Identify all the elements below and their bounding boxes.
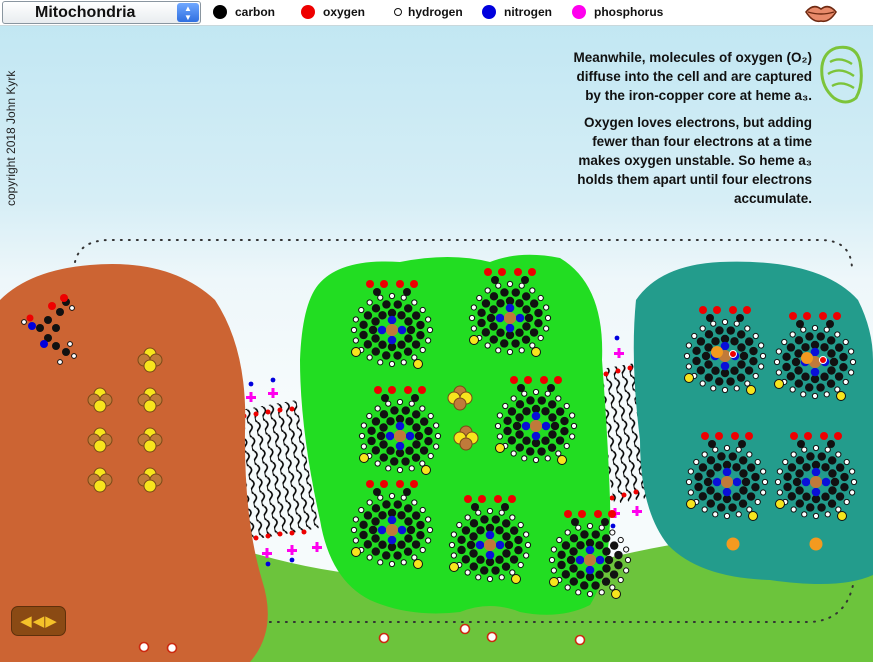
legend-hydrogen-label: hydrogen (408, 5, 463, 19)
narration-line: by the iron-copper core at heme a₃. (585, 88, 812, 103)
legend-hydrogen: hydrogen (394, 5, 463, 19)
narration-paragraph-2: Oxygen loves electrons, but adding fewer… (540, 113, 812, 208)
heme-group (358, 386, 442, 475)
legend-carbon-label: carbon (235, 5, 276, 19)
iron-sulfur-cluster (137, 347, 163, 373)
iron-sulfur-cluster (453, 425, 479, 451)
heme-group (548, 510, 632, 599)
protein-complex-brown (0, 264, 268, 662)
heme-group (685, 432, 769, 521)
left-arrow-icon[interactable]: ◀ (20, 611, 32, 630)
legend-nitrogen: nitrogen (482, 5, 552, 19)
carbon-dot-icon (213, 5, 227, 19)
iron-sulfur-cluster (137, 387, 163, 413)
oxygen-dot-icon (301, 5, 315, 19)
legend-oxygen: oxygen (301, 5, 365, 19)
top-bar: Mitochondria ▲▼ carbon oxygen hydrogen n… (0, 0, 873, 26)
legend-phosphorus-label: phosphorus (594, 5, 664, 19)
legend-carbon: carbon (213, 5, 275, 19)
narration-paragraph-1: Meanwhile, molecules of oxygen (O₂) diff… (540, 48, 812, 105)
matrix-oxygen-atoms (138, 623, 586, 654)
heme-group (350, 480, 434, 569)
iron-sulfur-clusters (87, 347, 479, 493)
ubiquinone-molecule (21, 294, 77, 365)
narration-line: Oxygen loves electrons, but adding (583, 115, 812, 130)
iron-sulfur-cluster (87, 387, 113, 413)
legend-oxygen-label: oxygen (323, 5, 366, 19)
right-arrow-icon[interactable]: ▶ (45, 611, 57, 630)
narration-line: Meanwhile, molecules of oxygen (O₂) (573, 50, 812, 65)
narration-text: Meanwhile, molecules of oxygen (O₂) diff… (540, 48, 812, 216)
heme-group (683, 306, 767, 395)
narration-line: accumulate. (733, 191, 812, 206)
protein-complex-teal (633, 261, 873, 584)
heme-group (773, 312, 857, 401)
narration-line: fewer than four electrons at a time (592, 134, 812, 149)
mitochondrion-icon[interactable] (816, 42, 864, 104)
iron-sulfur-cluster (137, 427, 163, 453)
legend-nitrogen-label: nitrogen (504, 5, 552, 19)
topic-selector-value: Mitochondria (35, 4, 136, 21)
membrane-track-top (74, 239, 853, 271)
topic-selector[interactable]: Mitochondria ▲▼ (2, 1, 201, 24)
iron-sulfur-cluster (447, 385, 473, 411)
narration-line: holds them apart until four electrons (577, 172, 812, 187)
heme-group (774, 432, 858, 521)
heme-group (494, 376, 578, 465)
iron-sulfur-cluster (87, 427, 113, 453)
iron-sulfur-cluster (137, 467, 163, 493)
hydrogen-dot-icon (394, 8, 402, 16)
heme-group (448, 495, 532, 584)
heme-groups (350, 268, 858, 599)
nav-control[interactable]: ◀ ◀ ▶ (11, 606, 66, 636)
narration-line: diffuse into the cell and are captured (576, 69, 812, 84)
heme-group (468, 268, 552, 357)
phosphorus-dot-icon (572, 5, 586, 19)
left-arrow-icon[interactable]: ◀ (32, 611, 45, 630)
heme-group (350, 280, 434, 369)
lips-icon[interactable] (804, 2, 838, 24)
narration-line: makes oxygen unstable. So heme a₃ (578, 153, 812, 168)
copyright-label: copyright 2018 John Kyrk (4, 70, 18, 206)
legend-phosphorus: phosphorus (572, 5, 663, 19)
nitrogen-dot-icon (482, 5, 496, 19)
stepper-icon[interactable]: ▲▼ (177, 3, 199, 22)
copper-atoms (726, 537, 823, 551)
iron-sulfur-cluster (87, 467, 113, 493)
